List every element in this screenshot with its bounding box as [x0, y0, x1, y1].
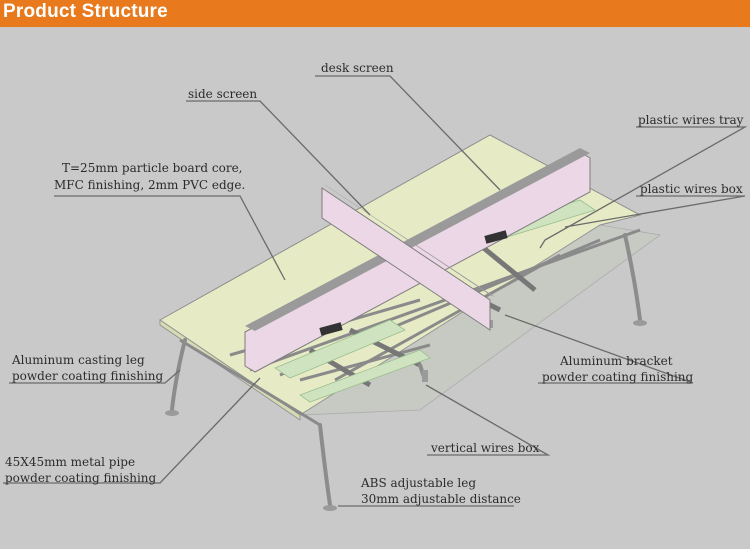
side-screen-graphic	[321, 183, 495, 331]
leg-spec-line2: powder coating finishing	[12, 369, 164, 383]
abs-leg-line1: ABS adjustable leg	[361, 476, 476, 490]
bracket-spec-line1: Aluminum bracket	[560, 354, 673, 368]
bracket-spec-line2: powder coating finishing	[542, 370, 694, 384]
leg-spec-line1: Aluminum casting leg	[12, 353, 145, 367]
aluminum-legs	[170, 233, 642, 507]
abs-leg-line2: 30mm adjustable distance	[361, 492, 521, 506]
plastic-wires-box-graphic	[319, 230, 508, 336]
side-screen-label: side screen	[188, 87, 258, 101]
pipe-spec-line1: 45X45mm metal pipe	[5, 455, 136, 469]
title-bar: Product Structure	[0, 0, 750, 27]
desk-screen-label: desk screen	[321, 61, 394, 75]
board-spec-line2: MFC finishing, 2mm PVC edge.	[54, 178, 246, 192]
board-spec-line1: T=25mm particle board core,	[62, 161, 243, 175]
vertical-wires-box-label: vertical wires box	[431, 441, 540, 455]
page-title: Product Structure	[3, 1, 168, 22]
plastic-wires-tray-label: plastic wires tray	[638, 113, 744, 127]
leader-lines	[3, 75, 748, 507]
plastic-wires-box-label: plastic wires box	[640, 182, 743, 196]
pipe-spec-line2: powder coating finishing	[5, 471, 157, 485]
